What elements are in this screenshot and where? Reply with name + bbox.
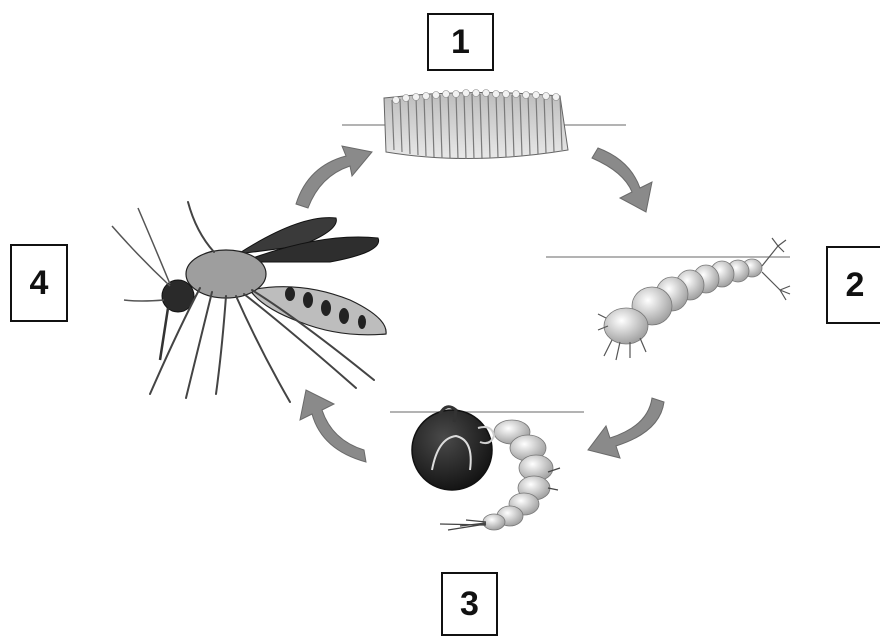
larva-illustration (546, 238, 790, 360)
egg-raft-illustration (342, 90, 626, 160)
adult-mosquito-illustration (112, 202, 386, 402)
stage-3-label: 3 (441, 572, 498, 636)
pupa-illustration (390, 407, 584, 530)
stage-2-label: 2 (826, 246, 880, 324)
arrow-2-to-3 (588, 398, 664, 458)
arrow-1-to-2 (592, 148, 652, 212)
arrow-4-to-1 (296, 146, 372, 208)
stage-1-label: 1 (427, 13, 494, 71)
stage-4-label: 4 (10, 244, 68, 322)
arrow-3-to-4 (300, 390, 366, 462)
